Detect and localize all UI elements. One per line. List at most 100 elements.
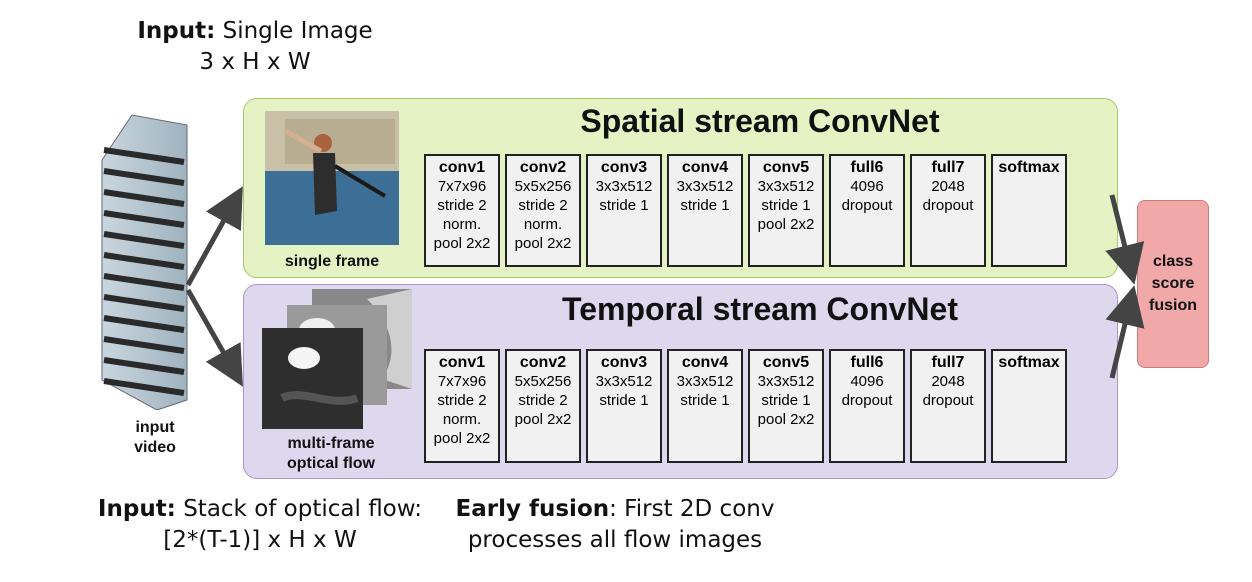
top-input-caption: Input: Single Image 3 x H x W — [120, 16, 390, 78]
fusion-line1: class — [1152, 253, 1194, 270]
video-frame-slice — [103, 315, 185, 333]
optical-flow-front-image — [262, 328, 363, 429]
layer-param: pool 2x2 — [757, 216, 815, 233]
video-frame-slice — [103, 252, 185, 270]
video-frame-slice — [103, 231, 185, 249]
layer-name: conv3 — [600, 159, 648, 176]
temporal-layer-8: softmax — [991, 349, 1067, 463]
bottom-input-bold: Input: — [97, 496, 176, 522]
layer-name: full6 — [850, 159, 884, 176]
early-fusion-caption: Early fusion: First 2D conv processes al… — [440, 494, 790, 556]
layer-param: stride 2 — [437, 392, 487, 409]
video-frame-slice — [103, 378, 185, 396]
layer-param: stride 2 — [518, 392, 568, 409]
layer-name: conv1 — [438, 354, 486, 371]
single-frame-image — [265, 111, 399, 245]
spatial-layer-8: softmax — [991, 154, 1067, 267]
spatial-layer-6: full6 4096 dropout — [829, 154, 905, 267]
layer-param: dropout — [922, 197, 974, 214]
fusion-line3: fusion — [1149, 297, 1197, 314]
spatial-layer-7: full7 2048 dropout — [910, 154, 986, 267]
early-fusion-line2: processes all flow images — [467, 527, 763, 553]
layer-param: stride 2 — [437, 197, 487, 214]
bottom-input-caption: Input: Stack of optical flow: [2*(T-1)] … — [80, 494, 440, 556]
layer-param: stride 2 — [518, 197, 568, 214]
layer-param: 7x7x96 — [437, 373, 487, 390]
temporal-layer-7: full7 2048 dropout — [910, 349, 986, 463]
layer-param: 5x5x256 — [514, 373, 572, 390]
layer-name: conv2 — [519, 159, 567, 176]
arrow-spatial-to-fusion — [1105, 194, 1145, 285]
layer-param: dropout — [841, 392, 893, 409]
bottom-input-text: Stack of optical flow: — [175, 496, 423, 522]
layer-param: 2048 — [931, 373, 965, 390]
input-video-label: input video — [110, 418, 200, 458]
video-frame-slice — [103, 357, 185, 375]
layer-param: norm. — [442, 216, 482, 233]
top-input-shape: 3 x H x W — [199, 49, 311, 75]
layer-name: conv3 — [600, 354, 648, 371]
layer-name: full7 — [931, 354, 965, 371]
layer-param: stride 1 — [761, 392, 811, 409]
temporal-layer-1: conv1 7x7x96 stride 2 norm. pool 2x2 — [424, 349, 500, 463]
layer-param: 5x5x256 — [514, 178, 572, 195]
spatial-layer-3: conv3 3x3x512 stride 1 — [586, 154, 662, 267]
layer-param: stride 1 — [680, 392, 730, 409]
class-score-fusion-box: class score fusion — [1137, 200, 1209, 368]
early-fusion-bold: Early fusion — [455, 496, 610, 522]
layer-param: dropout — [922, 392, 974, 409]
layer-param: 3x3x512 — [595, 373, 653, 390]
layer-name: softmax — [998, 354, 1060, 371]
layer-param: 4096 — [850, 373, 884, 390]
layer-param: 3x3x512 — [676, 178, 734, 195]
temporal-layer-6: full6 4096 dropout — [829, 349, 905, 463]
arrow-video-to-temporal — [185, 288, 243, 387]
top-input-text: Single Image — [215, 18, 373, 44]
layer-name: full6 — [850, 354, 884, 371]
layer-name: conv4 — [681, 159, 729, 176]
layer-name: softmax — [998, 159, 1060, 176]
layer-name: full7 — [931, 159, 965, 176]
layer-param: pool 2x2 — [433, 235, 491, 252]
layer-name: conv5 — [762, 159, 810, 176]
layer-param: pool 2x2 — [757, 411, 815, 428]
spatial-layer-2: conv2 5x5x256 stride 2 norm. pool 2x2 — [505, 154, 581, 267]
optical-flow-line2: optical flow — [287, 455, 375, 472]
input-video-stack — [92, 110, 192, 411]
layer-param: 2048 — [931, 178, 965, 195]
layer-param: stride 1 — [599, 197, 649, 214]
single-frame-label: single frame — [284, 253, 380, 270]
video-frame-slice — [103, 189, 185, 207]
fusion-line2: score — [1151, 275, 1195, 292]
layer-param: 3x3x512 — [676, 373, 734, 390]
layer-name: conv1 — [438, 159, 486, 176]
temporal-layer-5: conv5 3x3x512 stride 1 pool 2x2 — [748, 349, 824, 463]
layer-param: stride 1 — [761, 197, 811, 214]
arrow-video-to-spatial — [185, 186, 243, 287]
layer-name: conv5 — [762, 354, 810, 371]
layer-param: pool 2x2 — [433, 430, 491, 447]
optical-flow-label: multi-frame optical flow — [262, 434, 400, 474]
layer-param: pool 2x2 — [514, 411, 572, 428]
layer-param: pool 2x2 — [514, 235, 572, 252]
layer-param: dropout — [841, 197, 893, 214]
layer-param: norm. — [523, 216, 563, 233]
top-input-bold: Input: — [137, 18, 216, 44]
layer-name: conv4 — [681, 354, 729, 371]
video-frame-slice — [103, 147, 185, 165]
layer-param: 3x3x512 — [757, 373, 815, 390]
layer-param: norm. — [442, 411, 482, 428]
video-frame-slice — [103, 273, 185, 291]
optical-flow-line1: multi-frame — [287, 435, 375, 452]
layer-param: 4096 — [850, 178, 884, 195]
early-fusion-text: : First 2D conv — [609, 496, 775, 522]
video-frame-slice — [103, 168, 185, 186]
layer-param: stride 1 — [599, 392, 649, 409]
layer-param: 3x3x512 — [595, 178, 653, 195]
input-video-line1: input — [135, 419, 175, 436]
video-frame-slice — [103, 294, 185, 312]
